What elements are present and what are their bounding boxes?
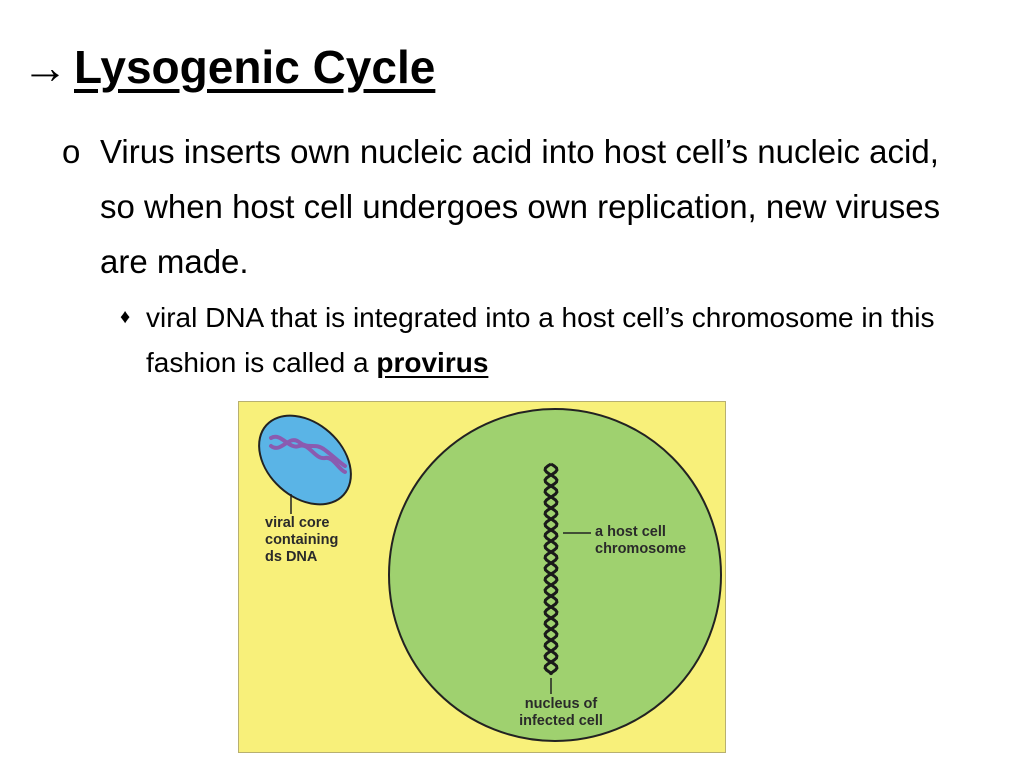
bullet-main: o Virus inserts own nucleic acid into ho… (62, 124, 982, 289)
viral-dna-shape (269, 434, 347, 474)
arrow-icon: → (22, 41, 68, 93)
label-host-chromosome: a host cell chromosome (595, 524, 687, 557)
sub-bullet-text: viral DNA that is integrated into a host… (146, 302, 935, 378)
lysogeny-diagram: viral core containing ds DNA a host cell… (238, 401, 726, 753)
chromosome-shape (543, 462, 559, 676)
title-text: Lysogenic Cycle (74, 41, 436, 93)
viral-core-shape (258, 414, 352, 506)
bullet-text: Virus inserts own nucleic acid into host… (100, 133, 941, 280)
provirus-term: provirus (376, 347, 489, 378)
label-viral-core: viral core containing ds DNA (265, 515, 339, 565)
sub-bullet-body: viral DNA that is integrated into a host… (146, 295, 940, 385)
slide-title: →Lysogenic Cycle (22, 40, 435, 95)
diagram-drawing (258, 408, 722, 742)
diamond-icon: ♦ (120, 306, 131, 328)
label-nucleus: nucleus of infected cell (519, 696, 603, 729)
bullet-sub: ♦ viral DNA that is integrated into a ho… (120, 295, 940, 385)
bullet-marker: o (62, 133, 81, 170)
